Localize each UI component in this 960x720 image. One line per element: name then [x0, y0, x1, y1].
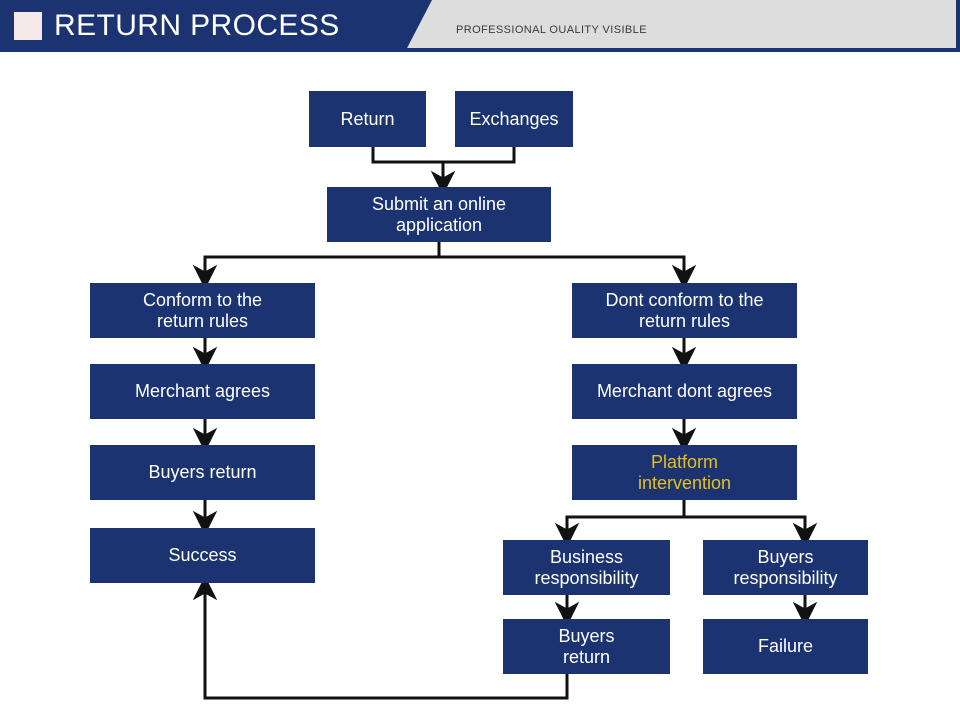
node-success[interactable]: Success	[90, 528, 315, 583]
header-subtitle: PROFESSIONAL OUALITY VISIBLE	[456, 24, 647, 36]
node-label: Submit an online application	[371, 193, 507, 235]
node-label: Buyers responsibility	[733, 546, 838, 588]
node-label: Buyers return	[148, 462, 257, 482]
node-label: Conform to the return rules	[142, 289, 263, 331]
node-failure[interactable]: Failure	[703, 619, 868, 674]
node-buyers-responsibility[interactable]: Buyers responsibility	[703, 540, 868, 595]
logo-square-icon	[14, 12, 42, 40]
node-business-responsibility[interactable]: Business responsibility	[503, 540, 670, 595]
edge-platform-to-business-responsibility	[554, 500, 686, 548]
node-buyers-return-left[interactable]: Buyers return	[90, 445, 315, 500]
edge-submit-to-dont-conform	[439, 255, 697, 290]
node-label: Business responsibility	[534, 546, 639, 588]
app-header: RETURN PROCESS PROFESSIONAL OUALITY VISI…	[0, 0, 960, 52]
node-label: Buyers return	[558, 625, 615, 667]
header-grey-panel	[405, 0, 960, 52]
flowchart-canvas: Return Exchanges Submit an online applic…	[0, 52, 960, 720]
node-platform-intervention[interactable]: Platform intervention	[572, 445, 797, 500]
node-label: Failure	[757, 636, 814, 656]
edge-submit-to-conform	[192, 242, 441, 290]
node-label: Dont conform to the return rules	[605, 289, 764, 331]
edge-platform-to-buyers-responsibility	[684, 515, 818, 548]
node-exchanges[interactable]: Exchanges	[455, 91, 573, 147]
edge-merge-top	[371, 147, 516, 164]
node-label: Merchant dont agrees	[596, 381, 773, 401]
node-conform-to-return-rules[interactable]: Conform to the return rules	[90, 283, 315, 338]
node-return[interactable]: Return	[309, 91, 426, 147]
header-right-rule	[956, 0, 960, 52]
header-bottom-rule	[0, 48, 960, 52]
node-buyers-return-right[interactable]: Buyers return	[503, 619, 670, 674]
node-submit-online-application[interactable]: Submit an online application	[327, 187, 551, 242]
node-label: Return	[340, 108, 395, 129]
node-dont-conform-to-return-rules[interactable]: Dont conform to the return rules	[572, 283, 797, 338]
node-label: Success	[168, 545, 237, 565]
node-label: Exchanges	[469, 108, 559, 129]
node-merchant-agrees[interactable]: Merchant agrees	[90, 364, 315, 419]
node-label: Platform intervention	[637, 451, 732, 493]
page-title: RETURN PROCESS	[54, 9, 340, 42]
node-merchant-dont-agrees[interactable]: Merchant dont agrees	[572, 364, 797, 419]
node-label: Merchant agrees	[134, 381, 271, 401]
